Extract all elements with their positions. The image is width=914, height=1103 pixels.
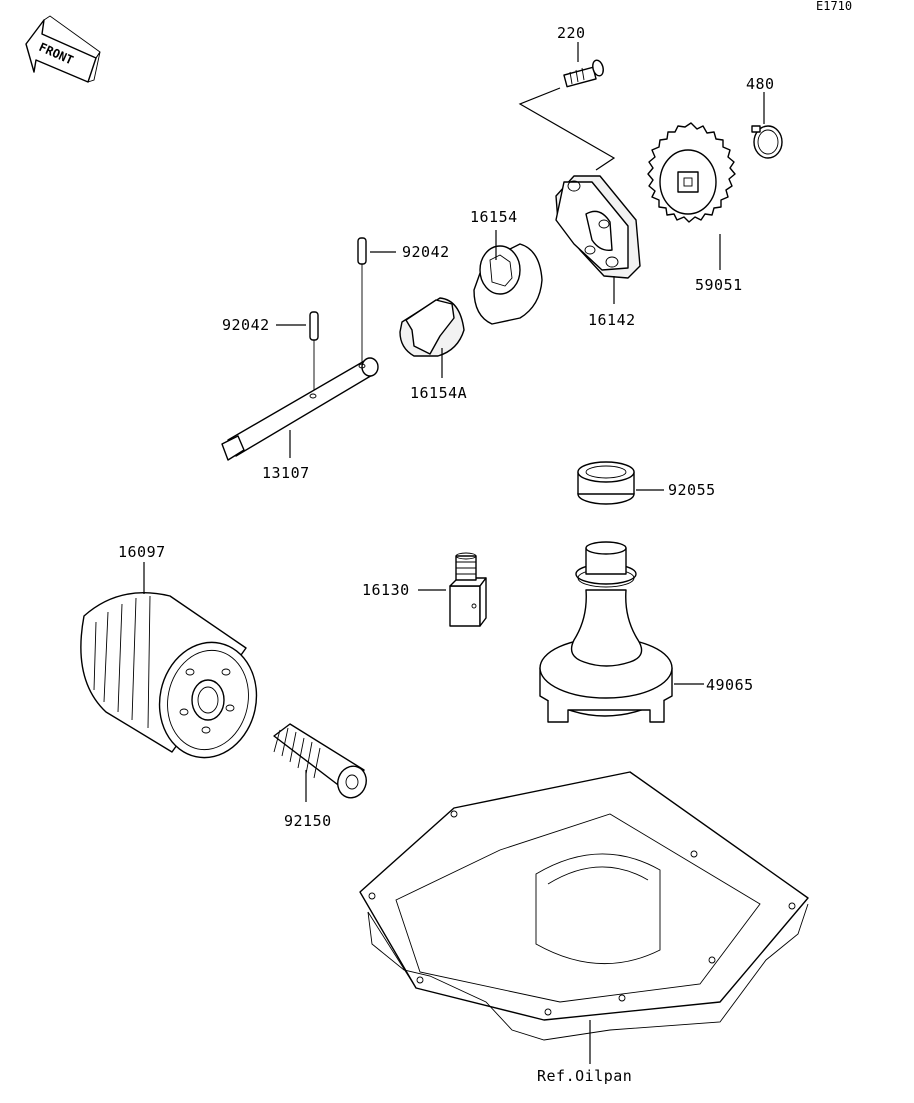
- part-label-92042-upper: 92042: [402, 243, 450, 261]
- part-label-480: 480: [746, 75, 775, 93]
- fitting-16130[interactable]: [449, 552, 487, 627]
- seal-cap-92055[interactable]: [577, 461, 635, 505]
- part-label-16142: 16142: [588, 311, 636, 329]
- front-arrow-icon: FRONT: [25, 15, 101, 83]
- part-label-16154A: 16154A: [410, 384, 467, 402]
- bolt-220[interactable]: [563, 59, 605, 88]
- oil-strainer-49065[interactable]: [539, 541, 673, 723]
- diagram-code: E1710: [816, 0, 852, 13]
- part-label-92042-lower: 92042: [222, 316, 270, 334]
- part-label-oilpan: Ref.Oilpan: [537, 1067, 632, 1085]
- pin-92042-upper[interactable]: [357, 237, 367, 265]
- pump-shaft-13107[interactable]: [221, 357, 379, 461]
- circlip-480[interactable]: [751, 125, 783, 159]
- pump-body-16142[interactable]: [555, 175, 641, 279]
- part-label-220: 220: [557, 24, 586, 42]
- inner-rotor-16154A[interactable]: [399, 297, 465, 357]
- gear-59051[interactable]: [647, 122, 736, 223]
- outer-rotor-16154[interactable]: [473, 243, 543, 325]
- relief-valve-92150[interactable]: [273, 723, 371, 802]
- part-label-49065: 49065: [706, 676, 754, 694]
- part-label-92150: 92150: [284, 812, 332, 830]
- oil-pan[interactable]: [359, 771, 809, 1041]
- part-label-13107: 13107: [262, 464, 310, 482]
- oil-filter-16097[interactable]: [80, 592, 267, 767]
- pin-92042-lower[interactable]: [309, 311, 319, 341]
- part-label-92055: 92055: [668, 481, 716, 499]
- part-label-59051: 59051: [695, 276, 743, 294]
- part-label-16130: 16130: [362, 581, 410, 599]
- part-label-16154: 16154: [470, 208, 518, 226]
- part-label-16097: 16097: [118, 543, 166, 561]
